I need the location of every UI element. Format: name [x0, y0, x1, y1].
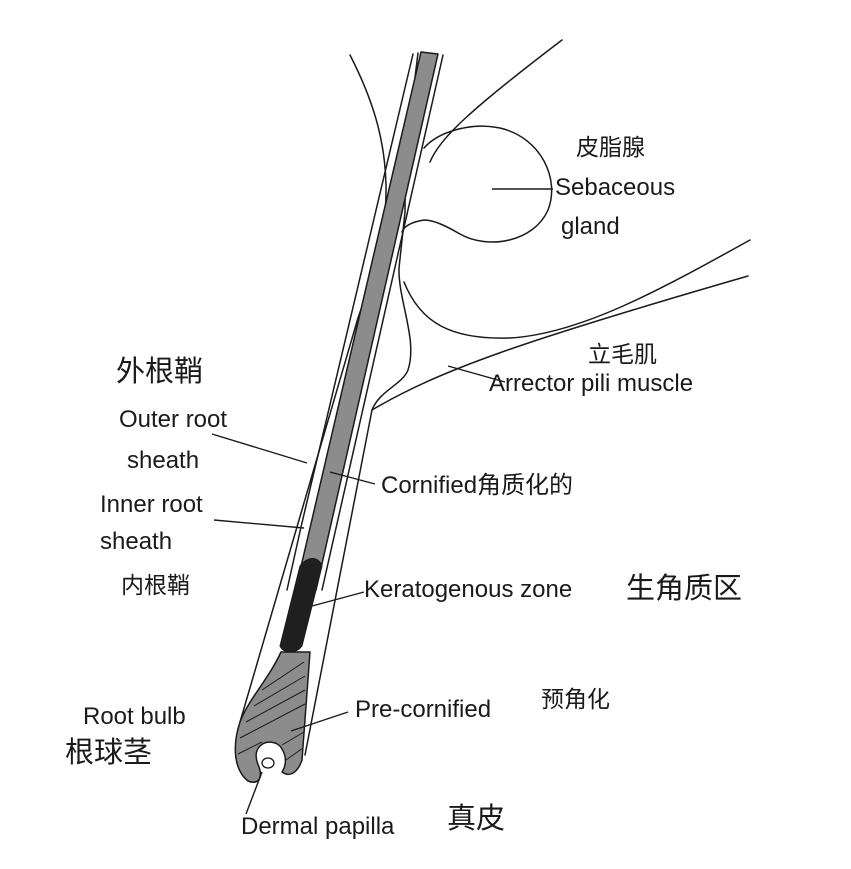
- keratogenous-zone-mark: [279, 558, 323, 653]
- sebaceous-en-label-1: Sebaceous: [555, 174, 675, 201]
- arrector-pili-muscle: [371, 239, 751, 411]
- inner-root-sheath-right: [321, 54, 444, 591]
- sebaceous-gland-lobe: [401, 125, 553, 243]
- arrector-zh-label: 立毛肌: [588, 342, 657, 368]
- dermal-papilla-shape: [261, 757, 275, 769]
- sebaceous-zh-label: 皮脂腺: [576, 135, 645, 161]
- outer-root-zh-label: 外根鞘: [116, 354, 203, 388]
- inner-root-sheath: [286, 53, 444, 591]
- labels: 皮脂腺 Sebaceous gland 立毛肌 Arrector pili mu…: [65, 135, 742, 840]
- cornified-label: Cornified角质化的: [381, 472, 573, 499]
- keratogenous-en-label: Keratogenous zone: [364, 576, 572, 603]
- leader-lines: [211, 188, 553, 815]
- bulb-hatch: [285, 747, 304, 761]
- bulb-hatch: [245, 689, 306, 723]
- precornified-en-label: Pre-cornified: [355, 696, 491, 723]
- follicle-outline: [239, 52, 419, 756]
- outer-root-en-label-1: Outer root: [119, 406, 227, 433]
- root-bulb: [234, 651, 311, 783]
- skin-surface-line: [429, 39, 563, 163]
- inner-root-zh-label: 内根鞘: [121, 573, 190, 599]
- root-bulb-en-label: Root bulb: [83, 703, 186, 730]
- arrector-pili-lower-line: [371, 275, 749, 411]
- bulb-hatch: [237, 741, 263, 755]
- keratogenous-zh-label: 生角质区: [626, 571, 742, 605]
- arrector-leader: [447, 365, 506, 383]
- arrector-en-label: Arrector pili muscle: [489, 370, 693, 397]
- root-bulb-zh-label: 根球茎: [65, 735, 152, 769]
- precornified-leader: [290, 711, 349, 732]
- keratogenous-leader: [311, 591, 365, 607]
- inner-root-en-label-1: Inner root: [100, 491, 203, 518]
- bulb-hatch: [253, 675, 306, 707]
- dermal-papilla-leader: [245, 771, 263, 815]
- precornified-zh-label: 预角化: [541, 687, 610, 713]
- sebaceous-gland: [401, 39, 563, 243]
- bulb-hatch: [281, 731, 305, 746]
- bulb-hatch: [239, 703, 306, 739]
- hair-shaft: [295, 51, 439, 591]
- bulb-hatch: [261, 661, 305, 691]
- outer-root-sheath-outline-left: [239, 54, 387, 723]
- cornified-leader: [329, 471, 376, 485]
- inner-root-en-label-2: sheath: [100, 528, 172, 555]
- inner-root-sheath-left: [286, 53, 414, 591]
- sebaceous-en-label-2: gland: [561, 213, 620, 240]
- outer-root-leader: [211, 433, 308, 464]
- dermal-papilla-en-label: Dermal papilla: [241, 813, 395, 840]
- inner-root-leader: [213, 519, 305, 529]
- dermal-papilla-zh-label: 真皮: [447, 801, 505, 835]
- outer-root-en-label-2: sheath: [127, 447, 199, 474]
- arrector-pili-upper-line: [403, 239, 751, 339]
